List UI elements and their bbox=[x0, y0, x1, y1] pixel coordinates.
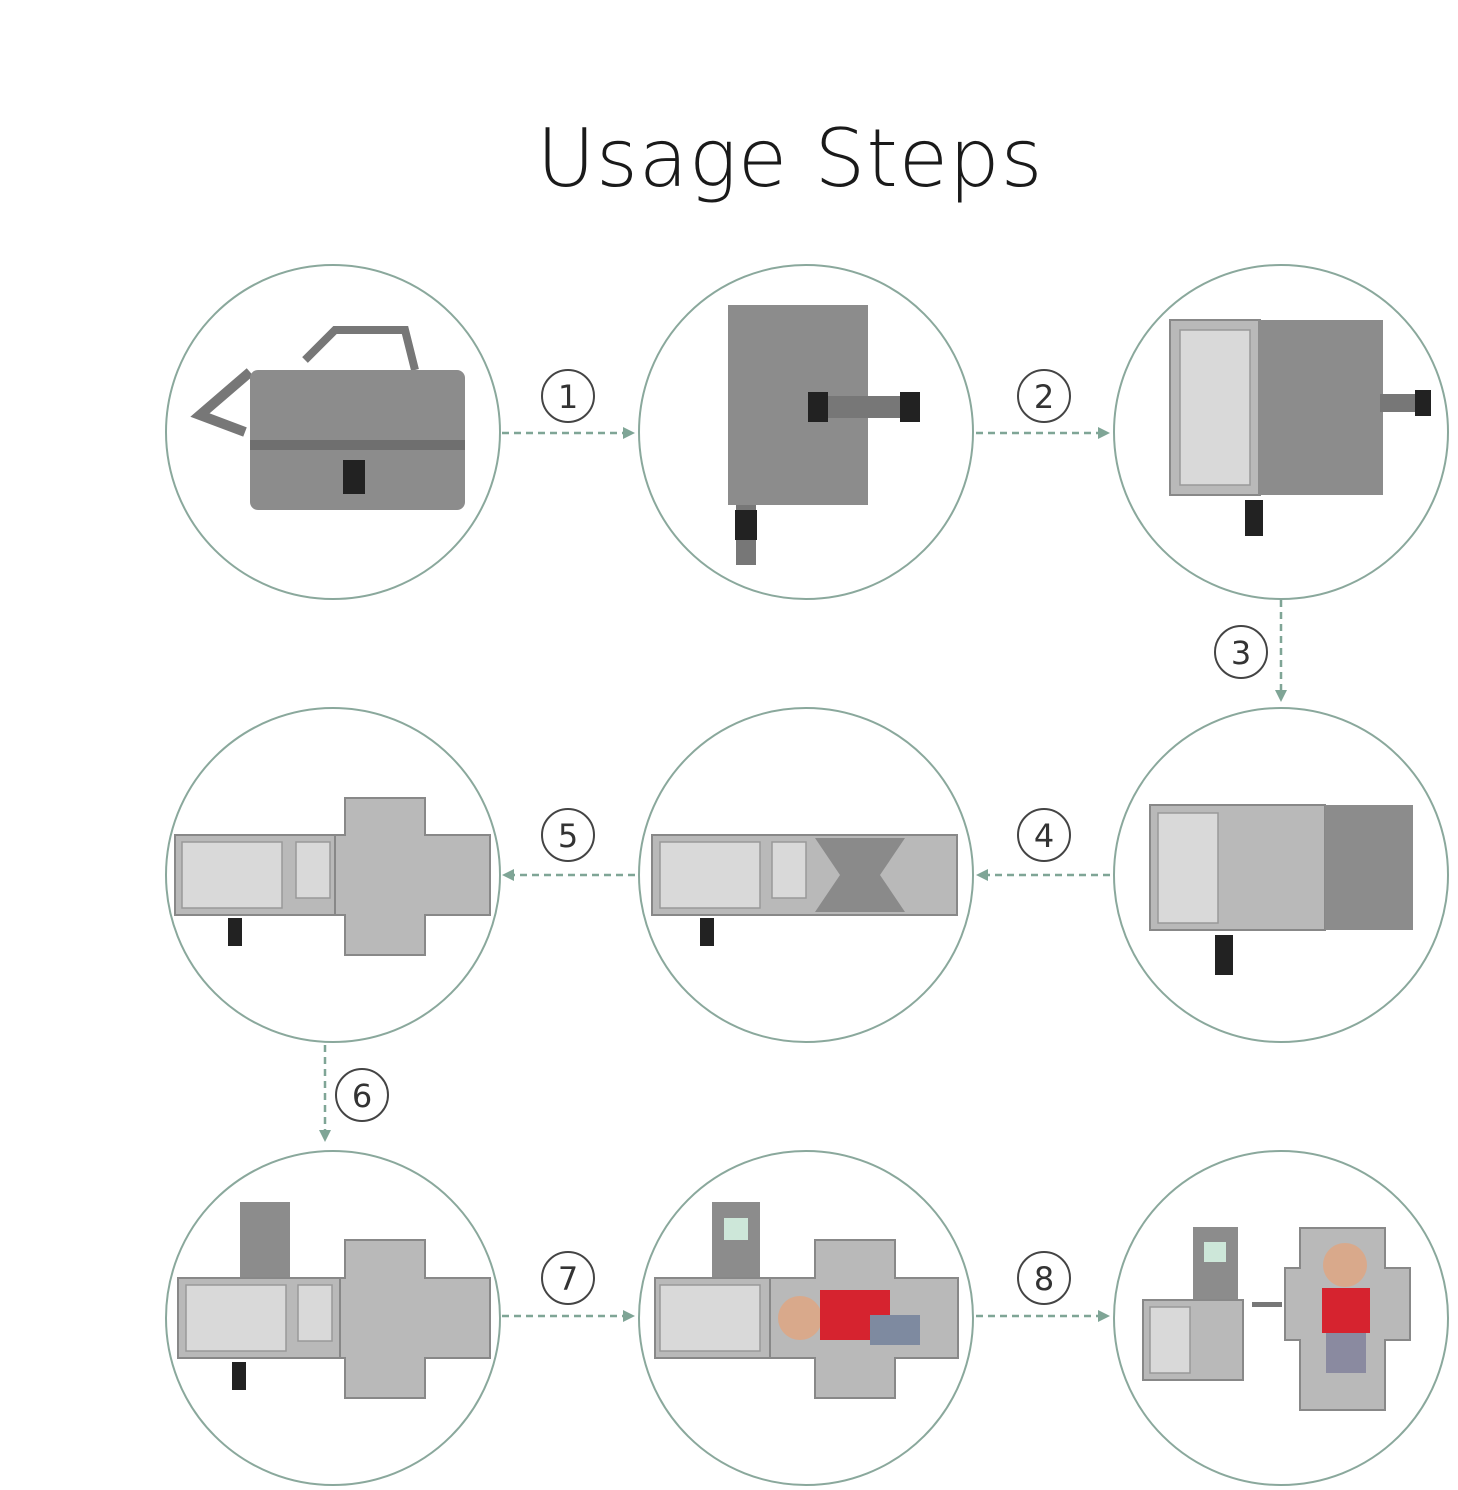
step-badge-8: 8 bbox=[1017, 1251, 1071, 1305]
step-badge-4: 4 bbox=[1017, 808, 1071, 862]
bag-illustration bbox=[190, 326, 465, 510]
unbuckled-illustration bbox=[728, 305, 920, 565]
arrow-step-2 bbox=[976, 427, 1110, 439]
wipes-pocket-illustration bbox=[177, 1202, 491, 1399]
step-badge-1: 1 bbox=[541, 369, 595, 423]
baby-on-mat-illustration bbox=[654, 1202, 959, 1399]
arrow-step-5 bbox=[502, 869, 635, 881]
arrow-step-6 bbox=[319, 1045, 331, 1142]
flap-open-illustration bbox=[1169, 319, 1431, 536]
step-number: 3 bbox=[1231, 634, 1251, 672]
step-badge-2: 2 bbox=[1017, 369, 1071, 423]
arrow-step-1 bbox=[502, 427, 635, 439]
step-badge-6: 6 bbox=[335, 1068, 389, 1122]
detached-mat-illustration bbox=[1142, 1227, 1411, 1411]
step-number: 5 bbox=[558, 817, 578, 855]
arrow-step-4 bbox=[976, 869, 1110, 881]
second-flap-illustration bbox=[1149, 804, 1413, 975]
arrow-step-3 bbox=[1275, 600, 1287, 702]
step-number: 7 bbox=[558, 1260, 578, 1298]
step-number: 1 bbox=[558, 378, 578, 416]
mat-unfolded-illustration bbox=[174, 797, 491, 956]
mat-partial-illustration bbox=[651, 834, 958, 946]
step-number: 4 bbox=[1034, 817, 1054, 855]
step-badge-3: 3 bbox=[1214, 625, 1268, 679]
step-number: 6 bbox=[352, 1077, 372, 1115]
step-badge-7: 7 bbox=[541, 1251, 595, 1305]
page-title: Usage Steps bbox=[536, 112, 1044, 205]
step-number: 2 bbox=[1034, 378, 1054, 416]
step-number: 8 bbox=[1034, 1260, 1054, 1298]
arrow-step-8 bbox=[976, 1310, 1110, 1322]
arrow-step-7 bbox=[502, 1310, 635, 1322]
step-badge-5: 5 bbox=[541, 808, 595, 862]
